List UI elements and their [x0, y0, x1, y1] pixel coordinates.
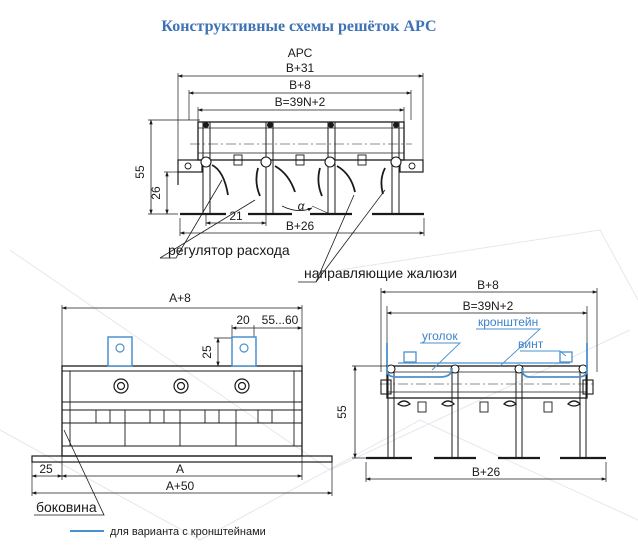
legend-label: для варианта с кронштейнами: [110, 526, 266, 538]
side-view-labels: A+8 20 55...60 25 25 A A+50 боковина: [36, 291, 299, 515]
dim-b26-front: B+26: [472, 465, 501, 479]
dim-20: 20: [236, 313, 250, 327]
dim-alpha: α: [298, 199, 306, 213]
bracket-callout: кронштейн: [478, 315, 538, 329]
page-title: Конструктивные схемы решёток АРС: [161, 18, 436, 35]
screw-callout: винт: [518, 337, 544, 351]
legend: для варианта с кронштейнами: [70, 526, 266, 538]
regulator-callout: регулятор расхода: [168, 242, 290, 258]
top-section-view: [148, 73, 425, 283]
corner-callout: уголок: [422, 329, 458, 343]
dim-b39: B=39N+2: [275, 95, 326, 109]
dim-b8-front: B+8: [477, 278, 499, 292]
dim-25-horizontal: 25: [39, 462, 53, 476]
side-view: [31, 305, 333, 516]
front-view-labels: B+8 B=39N+2 55 B+26 уголок кронштейн вин…: [335, 278, 544, 479]
dim-a50: A+50: [166, 479, 195, 493]
top-view-labels: АРС B+31 B+8 B=39N+2 55 26 21 α B+26 рег…: [133, 46, 457, 281]
dim-55-front: 55: [335, 405, 349, 419]
dim-b39-front: B=39N+2: [463, 299, 514, 313]
dim-b8: B+8: [289, 78, 311, 92]
dim-55-60: 55...60: [262, 313, 299, 327]
dim-21: 21: [229, 209, 243, 223]
front-view: [352, 288, 607, 482]
louvres-callout: направляющие жалюзи: [304, 265, 457, 281]
dim-b31: B+31: [286, 61, 315, 75]
dim-26: 26: [149, 186, 163, 200]
dim-apc: АРС: [288, 46, 313, 60]
dim-a: A: [176, 462, 184, 476]
dim-b26: B+26: [286, 219, 315, 233]
dim-55: 55: [133, 165, 147, 179]
dim-a8: A+8: [169, 291, 191, 305]
dim-25-vertical: 25: [200, 345, 214, 359]
side-panel-callout: боковина: [36, 499, 97, 515]
